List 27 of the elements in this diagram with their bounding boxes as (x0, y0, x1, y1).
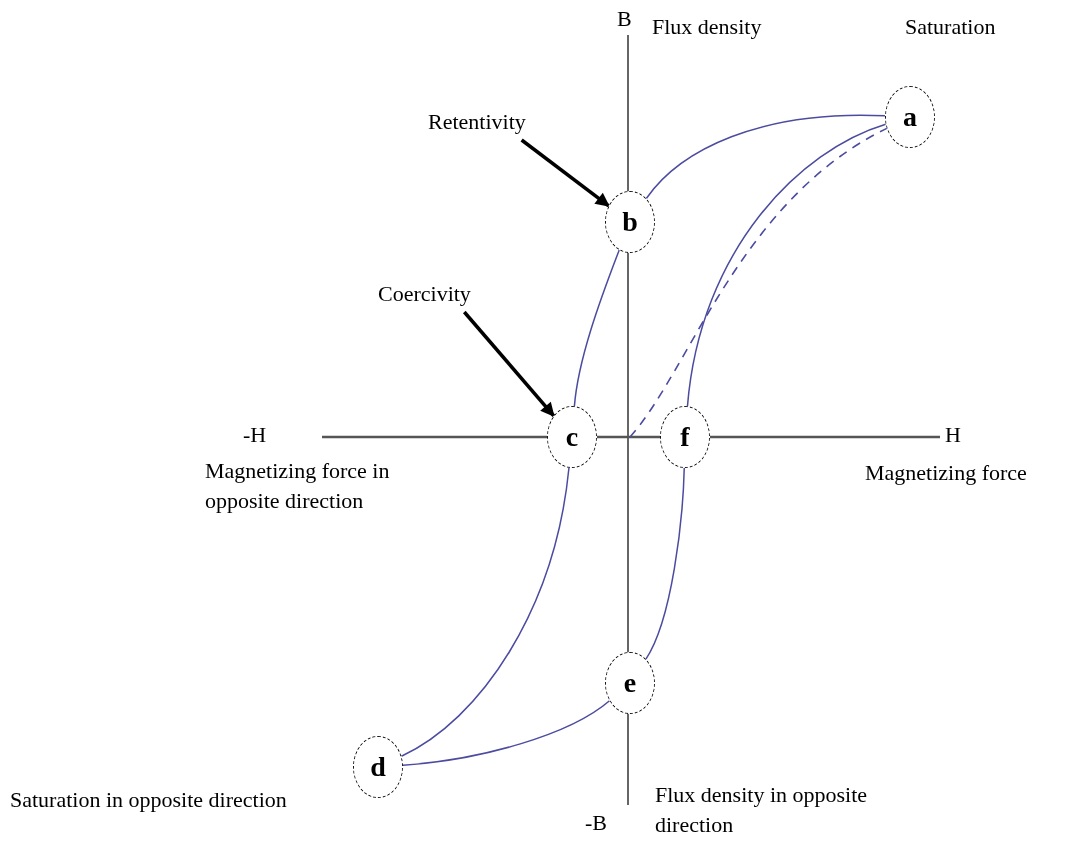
axis-label: Magnetizing force in opposite direction (205, 457, 391, 515)
hysteresis-curve (686, 123, 887, 407)
annotation-text: Coercivity (378, 280, 471, 308)
axis-label: H (945, 421, 961, 449)
hysteresis-curve (645, 114, 886, 200)
hysteresis-curve (400, 467, 570, 757)
annotation-text: Retentivity (428, 108, 526, 136)
axis-label: -B (585, 809, 607, 837)
hysteresis-curve (645, 467, 685, 660)
pointer-arrow (462, 310, 556, 417)
axis-label: -H (243, 421, 267, 449)
point-circle: b (605, 191, 655, 253)
axis-label: Flux density in opposite direction (655, 781, 869, 839)
point-circle: a (885, 86, 935, 148)
pointer-arrow (520, 138, 610, 208)
point-circle: e (605, 652, 655, 714)
axis-label: Magnetizing force (865, 459, 1027, 487)
axis-label: B (617, 5, 632, 33)
point-circle: c (547, 406, 597, 468)
axis-label: Flux density (652, 13, 762, 41)
point-circle: d (353, 736, 403, 798)
axis-label: Saturation in opposite direction (10, 786, 288, 814)
dashed-curve (629, 127, 888, 438)
hysteresis-curve (573, 249, 620, 407)
point-circle: f (660, 406, 710, 468)
hysteresis-curve (402, 700, 611, 767)
point-caption: Saturation (905, 13, 996, 41)
